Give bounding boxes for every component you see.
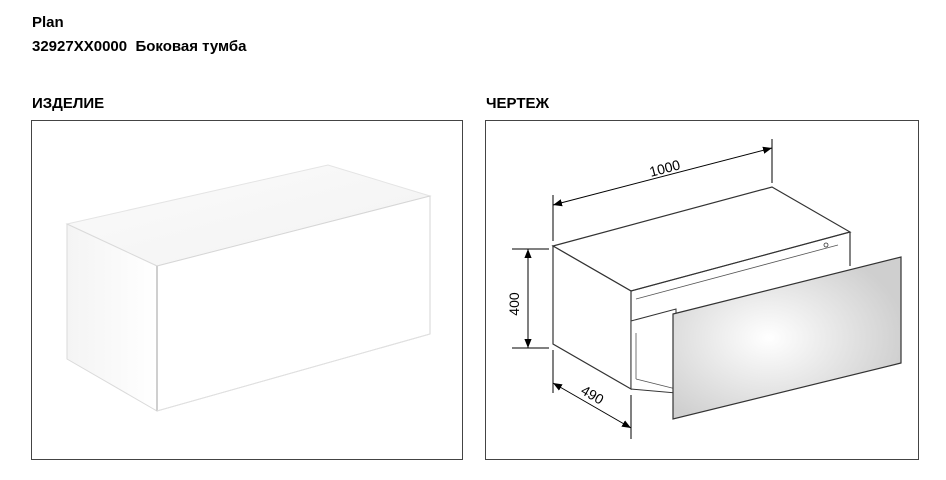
technical-drawing-panel: 1000 400 490 (485, 120, 919, 460)
product-section-label: ИЗДЕЛИЕ (32, 95, 105, 112)
product-title: 32927XX0000 Боковая тумба (32, 38, 247, 55)
drawing-drawer-box (630, 308, 677, 394)
height-dimension-label: 400 (506, 292, 522, 316)
brand-name: Plan (32, 14, 64, 31)
cabinet-render (65, 164, 432, 412)
product-image-panel (31, 120, 463, 460)
drawing-inner-shelf (635, 244, 839, 300)
drawing-hinge-dot (823, 242, 829, 248)
depth-dimension-label: 490 (578, 382, 606, 408)
depth-dimension-line (552, 382, 632, 429)
cabinet-drawing: 1000 400 490 (506, 139, 902, 439)
product-name: Боковая тумба (135, 38, 247, 55)
width-dimension-line (552, 146, 773, 207)
article-number: 32927XX0000 (32, 38, 128, 55)
cabinet-bottom-edge (156, 333, 431, 412)
drawing-drawer-bottom (635, 378, 677, 390)
drawing-inner-edge (630, 231, 851, 292)
drawing-section-label: ЧЕРТЕЖ (486, 95, 550, 112)
width-dimension-label: 1000 (648, 156, 682, 179)
drawing-drawer-front (672, 256, 902, 420)
